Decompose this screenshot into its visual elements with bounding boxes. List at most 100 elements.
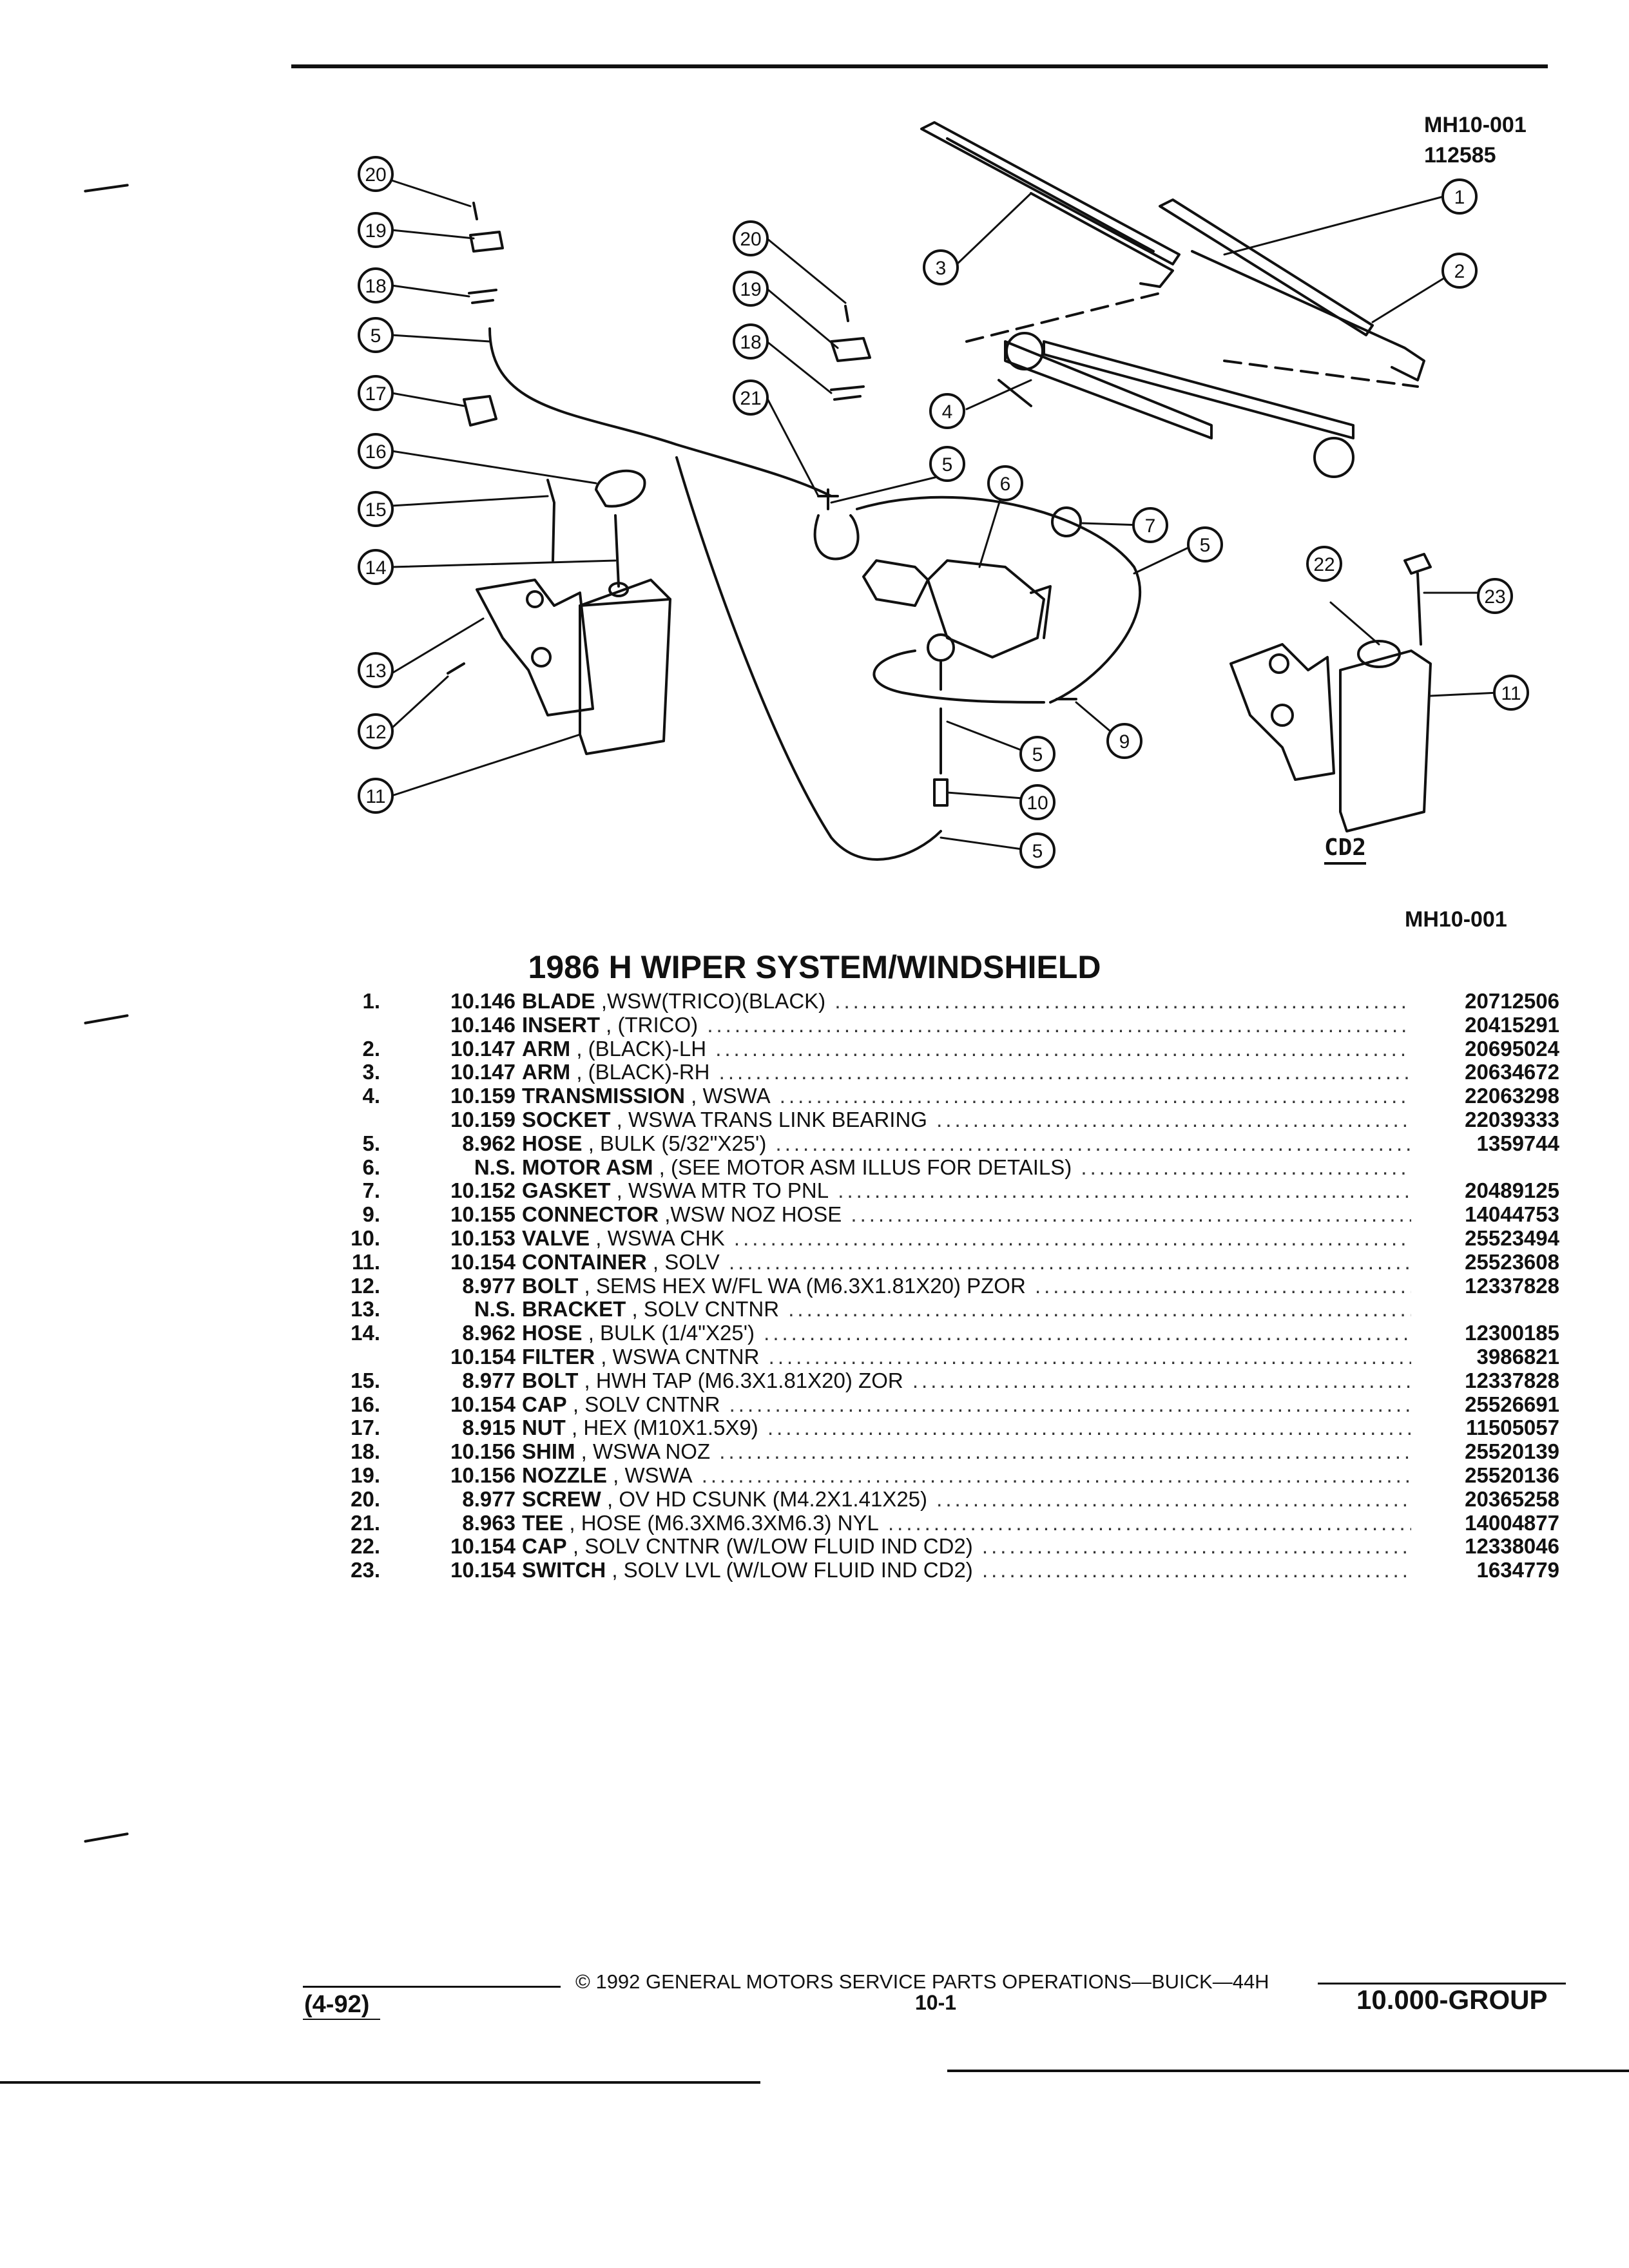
callout-14: 14 — [358, 549, 394, 585]
bottom-scan-line — [0, 2081, 760, 2084]
svg-text:22: 22 — [1313, 554, 1335, 575]
part-description: HOSE , BULK (5/32"X25') ................… — [522, 1132, 1411, 1156]
svg-text:17: 17 — [365, 383, 386, 405]
item-number: 14. — [351, 1321, 380, 1345]
part-number: 12338046 — [1465, 1534, 1559, 1559]
footer-revision-underline — [303, 2019, 380, 2020]
svg-text:16: 16 — [365, 441, 386, 463]
svg-text:5: 5 — [1032, 744, 1043, 765]
part-detail: , WSWA MTR TO PNL — [610, 1179, 829, 1203]
leader-dots: ........................................… — [707, 1013, 1411, 1037]
part-detail: , BULK (1/4"X25') — [582, 1321, 755, 1345]
svg-text:18: 18 — [365, 276, 386, 297]
part-detail: , (BLACK)-LH — [570, 1037, 707, 1061]
wiper-arm-rh — [1030, 192, 1174, 288]
part-description: ARM , (BLACK)-RH .......................… — [522, 1061, 1411, 1084]
svg-text:11: 11 — [365, 786, 385, 807]
parts-row: 13.N.S.BRACKET , SOLV CNTNR ............… — [335, 1298, 1559, 1321]
footer-rule-left — [303, 1986, 561, 1988]
dashed-guide-line — [1223, 360, 1419, 388]
leader-dots: ........................................… — [768, 1345, 1411, 1369]
svg-text:20: 20 — [365, 164, 386, 186]
callout-3: 3 — [923, 249, 959, 285]
leader-dots: ........................................… — [701, 1463, 1411, 1487]
item-number: 4. — [362, 1084, 380, 1108]
container-bracket — [476, 579, 594, 716]
part-name: NOZZLE — [522, 1463, 607, 1487]
svg-text:6: 6 — [1000, 474, 1011, 495]
item-number: 1. — [362, 989, 380, 1013]
part-number: 25520136 — [1465, 1463, 1559, 1487]
part-detail: , (TRICO) — [600, 1013, 699, 1037]
callout-19: 19 — [358, 212, 394, 248]
wiper-blade-rh — [920, 121, 1181, 265]
part-detail: ,WSW(TRICO)(BLACK) — [595, 990, 826, 1013]
callout-23: 23 — [1477, 578, 1513, 614]
item-number: 7. — [362, 1178, 380, 1203]
group-number: 8.977 — [462, 1486, 516, 1511]
solvent-cap-cd2 — [1357, 640, 1401, 668]
group-number: 10.153 — [450, 1225, 516, 1250]
part-name: HOSE — [522, 1321, 583, 1345]
callout-4: 4 — [929, 393, 965, 429]
part-number: 11505057 — [1465, 1416, 1559, 1440]
bracket-hole — [531, 647, 552, 668]
svg-text:21: 21 — [740, 388, 761, 409]
leader-dots: ........................................… — [888, 1511, 1411, 1535]
hose-u-loop — [813, 514, 860, 561]
callout-22: 22 — [1306, 546, 1342, 582]
part-number: 20634672 — [1465, 1060, 1559, 1084]
svg-text:7: 7 — [1145, 515, 1156, 537]
item-number: 19. — [351, 1463, 380, 1487]
item-number: 23. — [351, 1558, 380, 1582]
part-name: SOCKET — [522, 1108, 611, 1131]
hose-segment — [872, 649, 1045, 704]
part-description: HOSE , BULK (1/4"X25') .................… — [522, 1321, 1411, 1345]
container-bracket-cd2 — [1229, 643, 1335, 781]
transmission-pivot — [1313, 437, 1354, 478]
callout-13: 13 — [358, 652, 394, 688]
part-number: 1359744 — [1476, 1131, 1559, 1155]
check-valve — [933, 778, 949, 807]
margin-mark — [84, 1832, 129, 1843]
callout-21: 21 — [733, 380, 769, 416]
part-detail: , SEMS HEX W/FL WA (M6.3X1.81X20) PZOR — [578, 1274, 1026, 1298]
leader-dots: ........................................… — [1034, 1274, 1411, 1298]
part-description: CONNECTOR ,WSW NOZ HOSE ................… — [522, 1203, 1411, 1227]
group-number: 10.156 — [450, 1439, 516, 1464]
group-number: N.S. — [474, 1155, 516, 1179]
wiper-arm-lh — [1191, 250, 1425, 381]
hose-segment — [675, 456, 942, 861]
item-number: 15. — [351, 1368, 380, 1392]
group-number: 10.146 — [450, 989, 516, 1013]
group-number: 10.152 — [450, 1178, 516, 1203]
callout-1: 1 — [1441, 178, 1478, 215]
callout-11b: 11 — [1493, 675, 1529, 711]
solvent-container-cd2 — [1339, 649, 1432, 832]
leader-dots: ........................................… — [733, 1226, 1411, 1250]
callout-17: 17 — [358, 375, 394, 411]
svg-text:9: 9 — [1119, 731, 1130, 753]
leader-lines — [390, 179, 1499, 852]
part-number: 25520139 — [1465, 1439, 1559, 1464]
part-detail: , SOLV LVL (W/LOW FLUID IND CD2) — [606, 1559, 973, 1582]
part-number: 1634779 — [1476, 1558, 1559, 1582]
leader-dots: ........................................… — [834, 990, 1411, 1013]
svg-text:5: 5 — [1032, 841, 1043, 862]
solvent-container-top — [579, 598, 671, 607]
part-detail: , HOSE (M6.3XM6.3XM6.3) NYL — [563, 1511, 879, 1535]
part-detail: , SOLV — [646, 1250, 720, 1274]
nozzle-shim — [468, 289, 497, 304]
part-name: MOTOR ASM — [522, 1155, 653, 1179]
part-name: HOSE — [522, 1131, 583, 1155]
part-number: 22039333 — [1465, 1107, 1559, 1131]
